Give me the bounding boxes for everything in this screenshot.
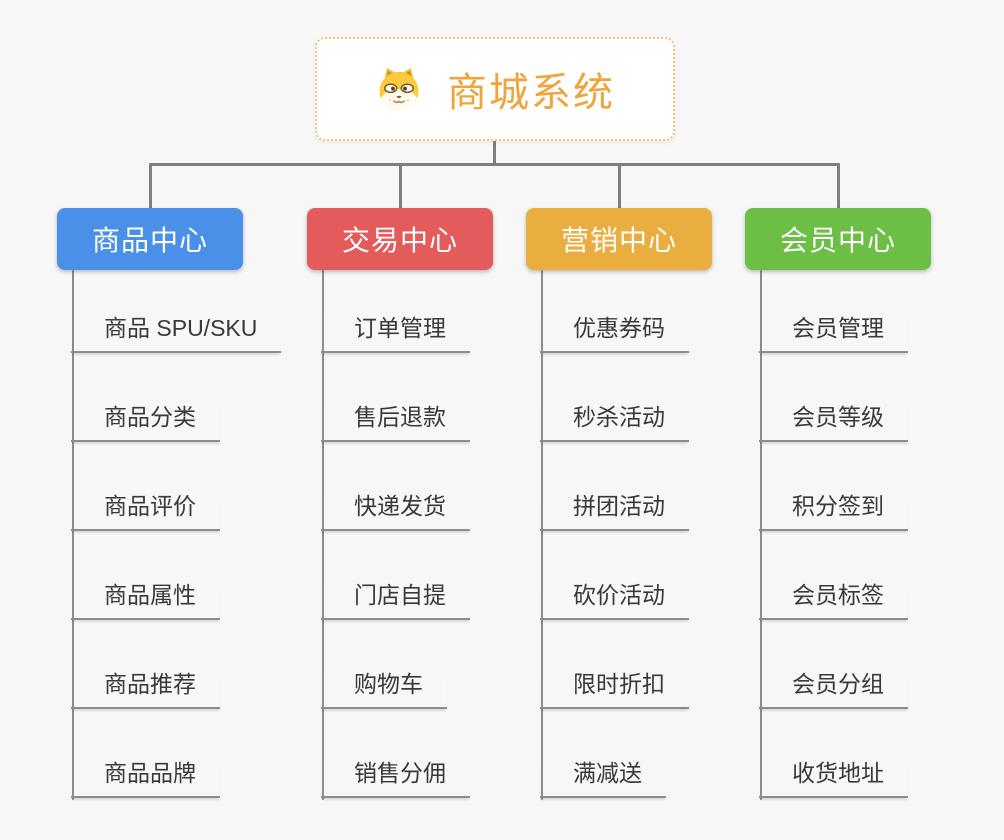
topic-item[interactable]: 收货地址: [759, 759, 908, 798]
branch-spine-1: [72, 270, 74, 800]
topic-item[interactable]: 会员管理: [759, 314, 908, 353]
branch-label: 商品中心: [91, 225, 208, 256]
root-node[interactable]: 商城系统: [315, 37, 675, 141]
topic-item[interactable]: 会员标签: [759, 581, 908, 620]
branch-label: 营销中心: [560, 225, 677, 256]
branch-spine-2: [322, 270, 324, 800]
branch-label: 交易中心: [341, 225, 458, 256]
topic-item[interactable]: 快递发货: [321, 492, 470, 531]
branch-node-product-center[interactable]: 商品中心: [57, 208, 243, 270]
branch-node-marketing-center[interactable]: 营销中心: [526, 208, 712, 270]
root-title: 商城系统: [447, 71, 615, 115]
topic-item[interactable]: 优惠券码: [540, 314, 689, 353]
connector-stub-3: [618, 163, 621, 210]
branch-spine-4: [760, 270, 762, 800]
topic-item[interactable]: 积分签到: [759, 492, 908, 531]
connector-stub-1: [149, 163, 152, 210]
topic-item[interactable]: 商品推荐: [71, 670, 220, 709]
topic-item[interactable]: 拼团活动: [540, 492, 689, 531]
connector-main-rail: [149, 163, 840, 166]
connector-root-stem: [493, 139, 496, 165]
topic-item[interactable]: 订单管理: [321, 314, 470, 353]
topic-item[interactable]: 商品分类: [71, 403, 220, 442]
branch-label: 会员中心: [779, 225, 896, 256]
topic-item[interactable]: 商品品牌: [71, 759, 220, 798]
topic-item[interactable]: 购物车: [321, 670, 447, 709]
topic-item[interactable]: 砍价活动: [540, 581, 689, 620]
branch-node-trade-center[interactable]: 交易中心: [307, 208, 493, 270]
topic-item[interactable]: 会员等级: [759, 403, 908, 442]
topic-item[interactable]: 商品属性: [71, 581, 220, 620]
dog-face-icon: [379, 68, 419, 111]
topic-item[interactable]: 销售分佣: [321, 759, 470, 798]
topic-item[interactable]: 满减送: [540, 759, 666, 798]
connector-stub-2: [399, 163, 402, 210]
topic-item[interactable]: 商品评价: [71, 492, 220, 531]
topic-item[interactable]: 会员分组: [759, 670, 908, 709]
topic-item[interactable]: 秒杀活动: [540, 403, 689, 442]
branch-node-member-center[interactable]: 会员中心: [745, 208, 931, 270]
topic-item[interactable]: 商品 SPU/SKU: [71, 314, 282, 353]
topic-item[interactable]: 门店自提: [321, 581, 470, 620]
connector-stub-4: [837, 163, 840, 210]
topic-item[interactable]: 售后退款: [321, 403, 470, 442]
topic-item[interactable]: 限时折扣: [540, 670, 689, 709]
branch-spine-3: [541, 270, 543, 800]
